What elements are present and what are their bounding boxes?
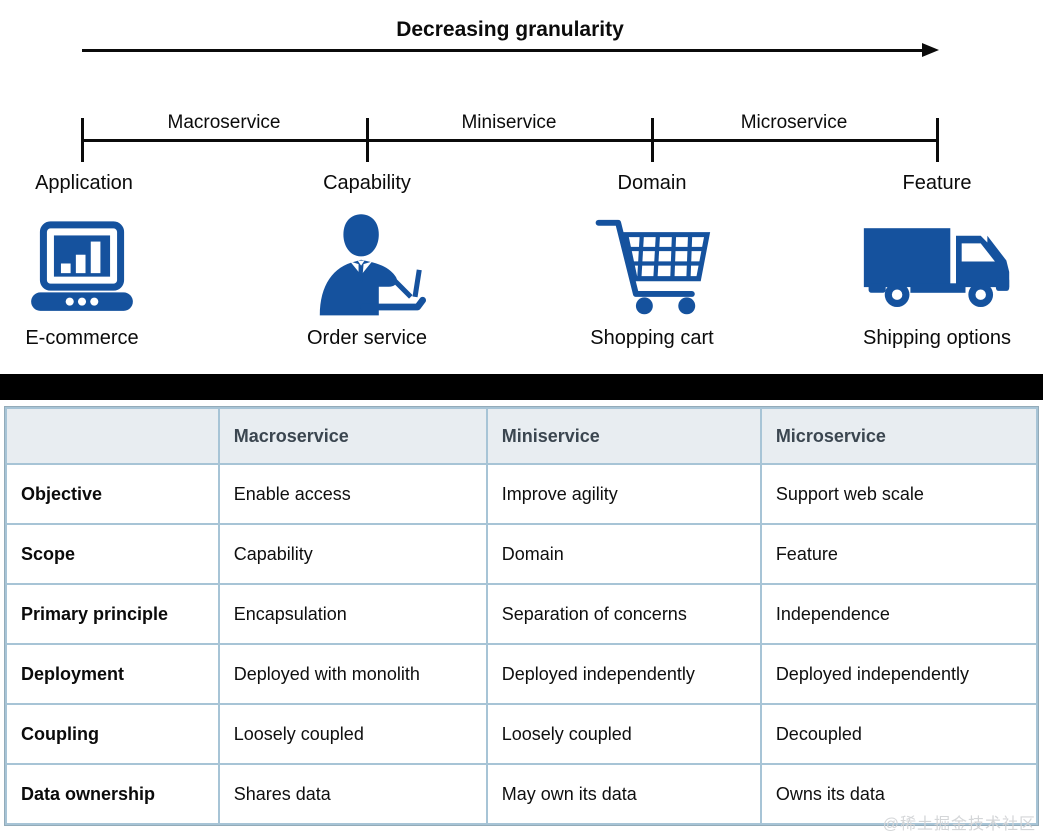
table-cell: Feature	[761, 525, 1036, 583]
table-row: Coupling Loosely coupled Loosely coupled…	[7, 705, 1036, 763]
table-cell: Owns its data	[761, 765, 1036, 823]
example-order-service: Order service	[252, 210, 482, 350]
segment-label-miniservice: Miniservice	[461, 112, 557, 133]
section-divider	[0, 374, 1043, 400]
table-row: Objective Enable access Improve agility …	[7, 465, 1036, 523]
table-cell: Decoupled	[761, 705, 1036, 763]
table-cell: May own its data	[487, 765, 760, 823]
example-shopping-cart: Shopping cart	[537, 210, 767, 350]
example-label: Shopping cart	[590, 327, 714, 349]
diagram-title: Decreasing granularity	[396, 18, 624, 41]
col-header-microservice: Microservice	[761, 409, 1036, 463]
segment-label-microservice: Microservice	[740, 112, 848, 133]
table-cell: Deployed independently	[761, 645, 1036, 703]
row-label: Data ownership	[7, 765, 218, 823]
example-label: E-commerce	[25, 327, 139, 349]
table-row: Data ownership Shares data May own its d…	[7, 765, 1036, 823]
segment-label-macroservice: Macroservice	[167, 112, 281, 133]
table-row: Primary principle Encapsulation Separati…	[7, 585, 1036, 643]
example-label: Shipping options	[863, 327, 1011, 349]
tick-label-domain: Domain	[617, 172, 687, 194]
col-header-macroservice: Macroservice	[219, 409, 486, 463]
table-cell: Capability	[219, 525, 486, 583]
arrow-head-icon	[922, 43, 939, 57]
table-cell: Loosely coupled	[487, 705, 760, 763]
example-ecommerce: E-commerce	[0, 210, 197, 350]
row-label: Primary principle	[7, 585, 218, 643]
table-row: Scope Capability Domain Feature	[7, 525, 1036, 583]
decreasing-granularity-arrow	[82, 49, 924, 52]
table-header-row: Macroservice Miniservice Microservice	[7, 409, 1036, 463]
table-cell: Deployed independently	[487, 645, 760, 703]
comparison-table: Macroservice Miniservice Microservice Ob…	[4, 406, 1039, 826]
scale-tick-feature	[936, 118, 939, 162]
example-shipping-options: Shipping options	[822, 210, 1043, 350]
delivery-truck-icon	[861, 210, 1013, 316]
shopping-cart-icon	[580, 210, 724, 316]
watermark: @稀土掘金技术社区	[882, 816, 1036, 833]
table-cell: Separation of concerns	[487, 585, 760, 643]
granularity-scale-line	[82, 139, 939, 142]
table-cell: Encapsulation	[219, 585, 486, 643]
scale-tick-application	[81, 118, 84, 162]
laptop-chart-icon	[25, 210, 139, 316]
scale-tick-capability	[366, 118, 369, 162]
col-header-miniservice: Miniservice	[487, 409, 760, 463]
person-laptop-icon	[308, 210, 426, 316]
table-corner-cell	[7, 409, 218, 463]
table-cell: Domain	[487, 525, 760, 583]
example-label: Order service	[306, 327, 428, 349]
table-cell: Loosely coupled	[219, 705, 486, 763]
scale-tick-domain	[651, 118, 654, 162]
row-label: Coupling	[7, 705, 218, 763]
table-row: Deployment Deployed with monolith Deploy…	[7, 645, 1036, 703]
table-cell: Shares data	[219, 765, 486, 823]
table-cell: Support web scale	[761, 465, 1036, 523]
tick-label-application: Application	[35, 172, 133, 194]
row-label: Objective	[7, 465, 218, 523]
table-cell: Independence	[761, 585, 1036, 643]
table-cell: Enable access	[219, 465, 486, 523]
table-cell: Deployed with monolith	[219, 645, 486, 703]
table-cell: Improve agility	[487, 465, 760, 523]
row-label: Deployment	[7, 645, 218, 703]
tick-label-feature: Feature	[902, 172, 972, 194]
tick-label-capability: Capability	[323, 172, 411, 194]
row-label: Scope	[7, 525, 218, 583]
